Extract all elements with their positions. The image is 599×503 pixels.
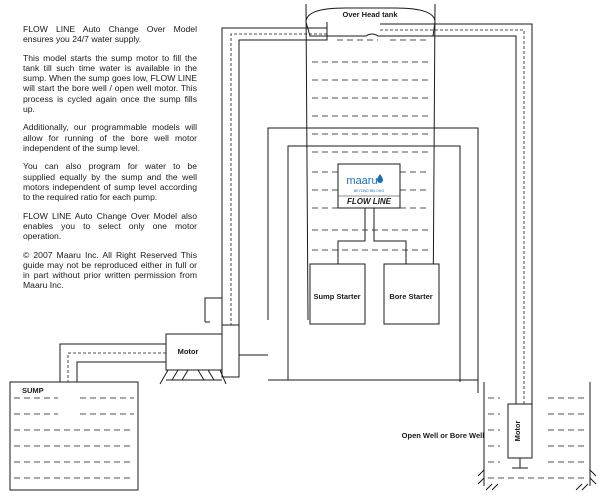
description-paragraph: You can also program for water to be sup… (23, 161, 197, 203)
motor-label: Motor (178, 347, 199, 356)
tank-label: Over Head tank (342, 10, 398, 19)
delivery-pipes (204, 22, 533, 405)
well-motor-label: Motor (513, 421, 522, 442)
pump-motor: Motor (159, 324, 268, 385)
sump-starter-label: Sump Starter (313, 292, 360, 301)
description-paragraph: FLOW LINE Auto Change Over Model also en… (23, 210, 197, 242)
well-label: Open Well or Bore Well (402, 431, 485, 440)
open-well: Motor Open Well or Bore Well (402, 382, 597, 491)
product-label: FLOW LINE (347, 197, 392, 206)
description-paragraph: Additionally, our programmable models wi… (23, 122, 197, 153)
sump: SUMP (9, 381, 139, 491)
bore-starter: Bore Starter (383, 263, 440, 325)
sump-starter: Sump Starter (309, 263, 366, 325)
flow-line-controller: maaru BEYOND BELONG FLOW LINE (337, 163, 401, 209)
brand-tagline: BEYOND BELONG (354, 189, 385, 193)
bore-starter-label: Bore Starter (389, 292, 432, 301)
brand-name: maaru (346, 175, 377, 187)
wiring (267, 127, 479, 393)
sump-label: SUMP (22, 386, 44, 395)
description-paragraph: This model starts the sump motor to fill… (23, 52, 197, 114)
description-text: FLOW LINE Auto Change Over Model ensures… (23, 24, 197, 299)
description-paragraph: © 2007 Maaru Inc. All Right Reserved Thi… (23, 249, 197, 291)
description-paragraph: FLOW LINE Auto Change Over Model ensures… (23, 24, 197, 45)
water-drop-icon (377, 174, 383, 183)
